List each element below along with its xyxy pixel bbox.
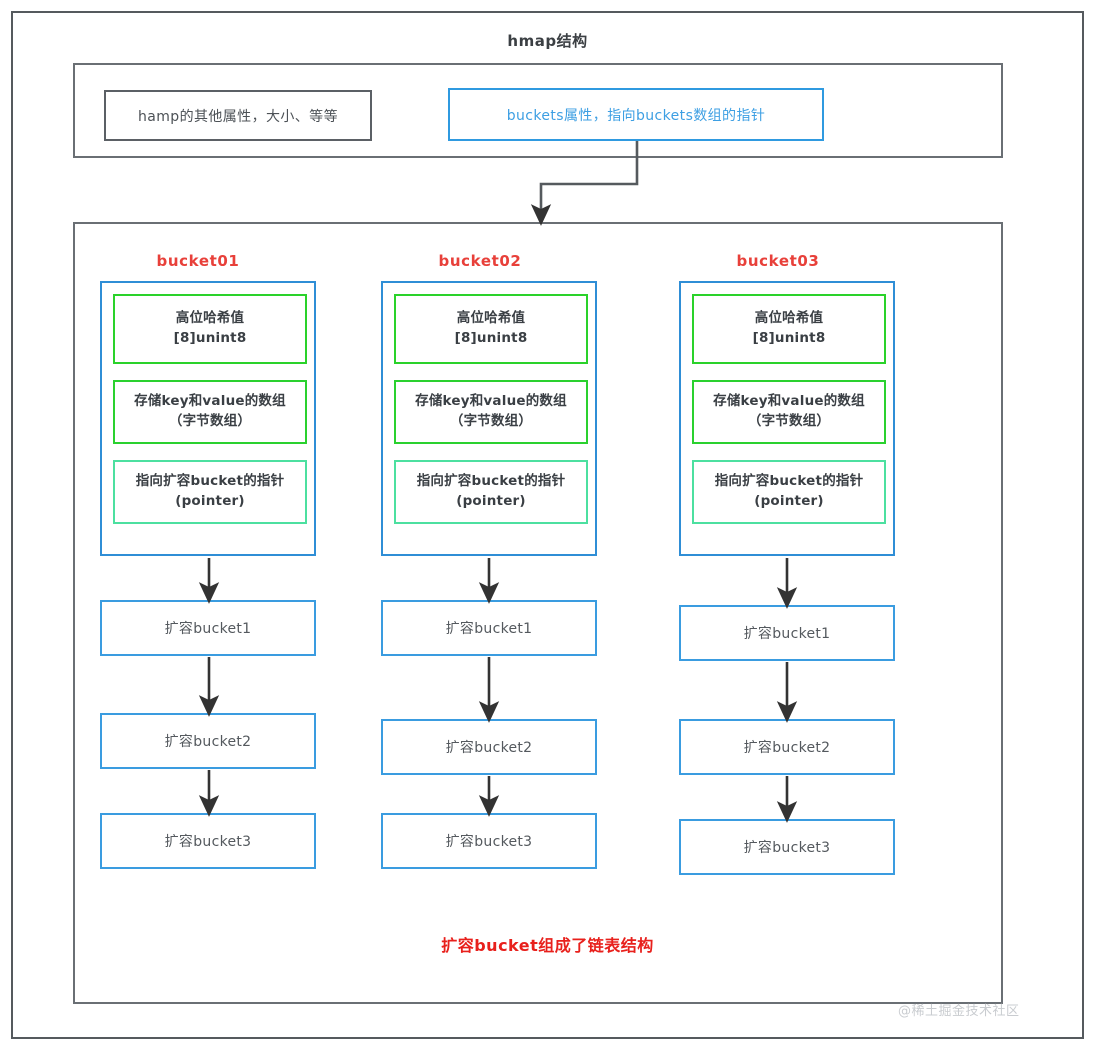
bucket02-cell-keyvalue: 存储key和value的数组 （字节数组） xyxy=(394,380,588,444)
bucket03-overflow-box-2: 扩容bucket2 xyxy=(679,719,895,775)
bucket01-cell-overflow-pointer-line2: (pointer) xyxy=(175,493,245,509)
bucket03-cell-keyvalue-line2: （字节数组） xyxy=(747,413,831,429)
bucket01-cell-tophash-line2: [8]unint8 xyxy=(173,330,247,346)
bucket-group-bucket03: 高位哈希值 [8]unint8 存储key和value的数组 （字节数组） 指向… xyxy=(679,281,895,556)
bucket02-overflow-box-3: 扩容bucket3 xyxy=(381,813,597,869)
bucket03-cell-overflow-pointer: 指向扩容bucket的指针 (pointer) xyxy=(692,460,886,524)
bucket01-cell-keyvalue-line2: （字节数组） xyxy=(168,413,252,429)
bucket02-overflow-box-2: 扩容bucket2 xyxy=(381,719,597,775)
bucket01-overflow-box-3: 扩容bucket3 xyxy=(100,813,316,869)
hmap-other-attrs-box: hamp的其他属性，大小、等等 xyxy=(104,90,372,141)
bucket-label-bucket03: bucket03 xyxy=(736,252,820,270)
bucket02-cell-overflow-pointer-line1: 指向扩容bucket的指针 xyxy=(416,473,566,490)
hmap-other-attrs-label: hamp的其他属性，大小、等等 xyxy=(138,108,338,125)
bucket01-cell-overflow-pointer: 指向扩容bucket的指针 (pointer) xyxy=(113,460,307,524)
bucket01-overflow-box-2: 扩容bucket2 xyxy=(100,713,316,769)
bucket02-cell-overflow-pointer: 指向扩容bucket的指针 (pointer) xyxy=(394,460,588,524)
bucket03-cell-tophash-line2: [8]unint8 xyxy=(752,330,826,346)
bucket03-overflow-box-1: 扩容bucket1 xyxy=(679,605,895,661)
bucket03-cell-keyvalue-line1: 存储key和value的数组 xyxy=(713,393,865,410)
bucket01-cell-tophash: 高位哈希值 [8]unint8 xyxy=(113,294,307,364)
bucket03-cell-tophash: 高位哈希值 [8]unint8 xyxy=(692,294,886,364)
bucket02-cell-tophash: 高位哈希值 [8]unint8 xyxy=(394,294,588,364)
bucket02-cell-keyvalue-line2: （字节数组） xyxy=(449,413,533,429)
bucket02-overflow-box-1: 扩容bucket1 xyxy=(381,600,597,656)
bucket03-cell-keyvalue: 存储key和value的数组 （字节数组） xyxy=(692,380,886,444)
watermark: @稀土掘金技术社区 xyxy=(898,1004,1020,1019)
bucket03-cell-overflow-pointer-line1: 指向扩容bucket的指针 xyxy=(714,473,864,490)
bucket02-cell-tophash-line2: [8]unint8 xyxy=(454,330,528,346)
bucket-group-bucket02: 高位哈希值 [8]unint8 存储key和value的数组 （字节数组） 指向… xyxy=(381,281,597,556)
bucket-label-bucket01: bucket01 xyxy=(156,252,240,270)
bucket02-cell-keyvalue-line1: 存储key和value的数组 xyxy=(415,393,567,410)
bucket03-overflow-box-3: 扩容bucket3 xyxy=(679,819,895,875)
bucket01-cell-keyvalue: 存储key和value的数组 （字节数组） xyxy=(113,380,307,444)
hmap-buckets-attr-box: buckets属性，指向buckets数组的指针 xyxy=(448,88,824,141)
bucket01-cell-keyvalue-line1: 存储key和value的数组 xyxy=(134,393,286,410)
bucket-label-bucket02: bucket02 xyxy=(438,252,522,270)
bucket01-overflow-box-1: 扩容bucket1 xyxy=(100,600,316,656)
bucket-group-bucket01: 高位哈希值 [8]unint8 存储key和value的数组 （字节数组） 指向… xyxy=(100,281,316,556)
hmap-buckets-attr-label: buckets属性，指向buckets数组的指针 xyxy=(506,107,766,124)
page-title: hmap结构 xyxy=(507,32,588,50)
chain-structure-note: 扩容bucket组成了链表结构 xyxy=(441,936,654,955)
bucket01-cell-overflow-pointer-line1: 指向扩容bucket的指针 xyxy=(135,473,285,490)
bucket02-cell-overflow-pointer-line2: (pointer) xyxy=(456,493,526,509)
bucket03-cell-overflow-pointer-line2: (pointer) xyxy=(754,493,824,509)
bucket02-cell-tophash-line1: 高位哈希值 xyxy=(456,310,526,327)
bucket01-cell-tophash-line1: 高位哈希值 xyxy=(175,310,245,327)
bucket03-cell-tophash-line1: 高位哈希值 xyxy=(754,310,824,327)
